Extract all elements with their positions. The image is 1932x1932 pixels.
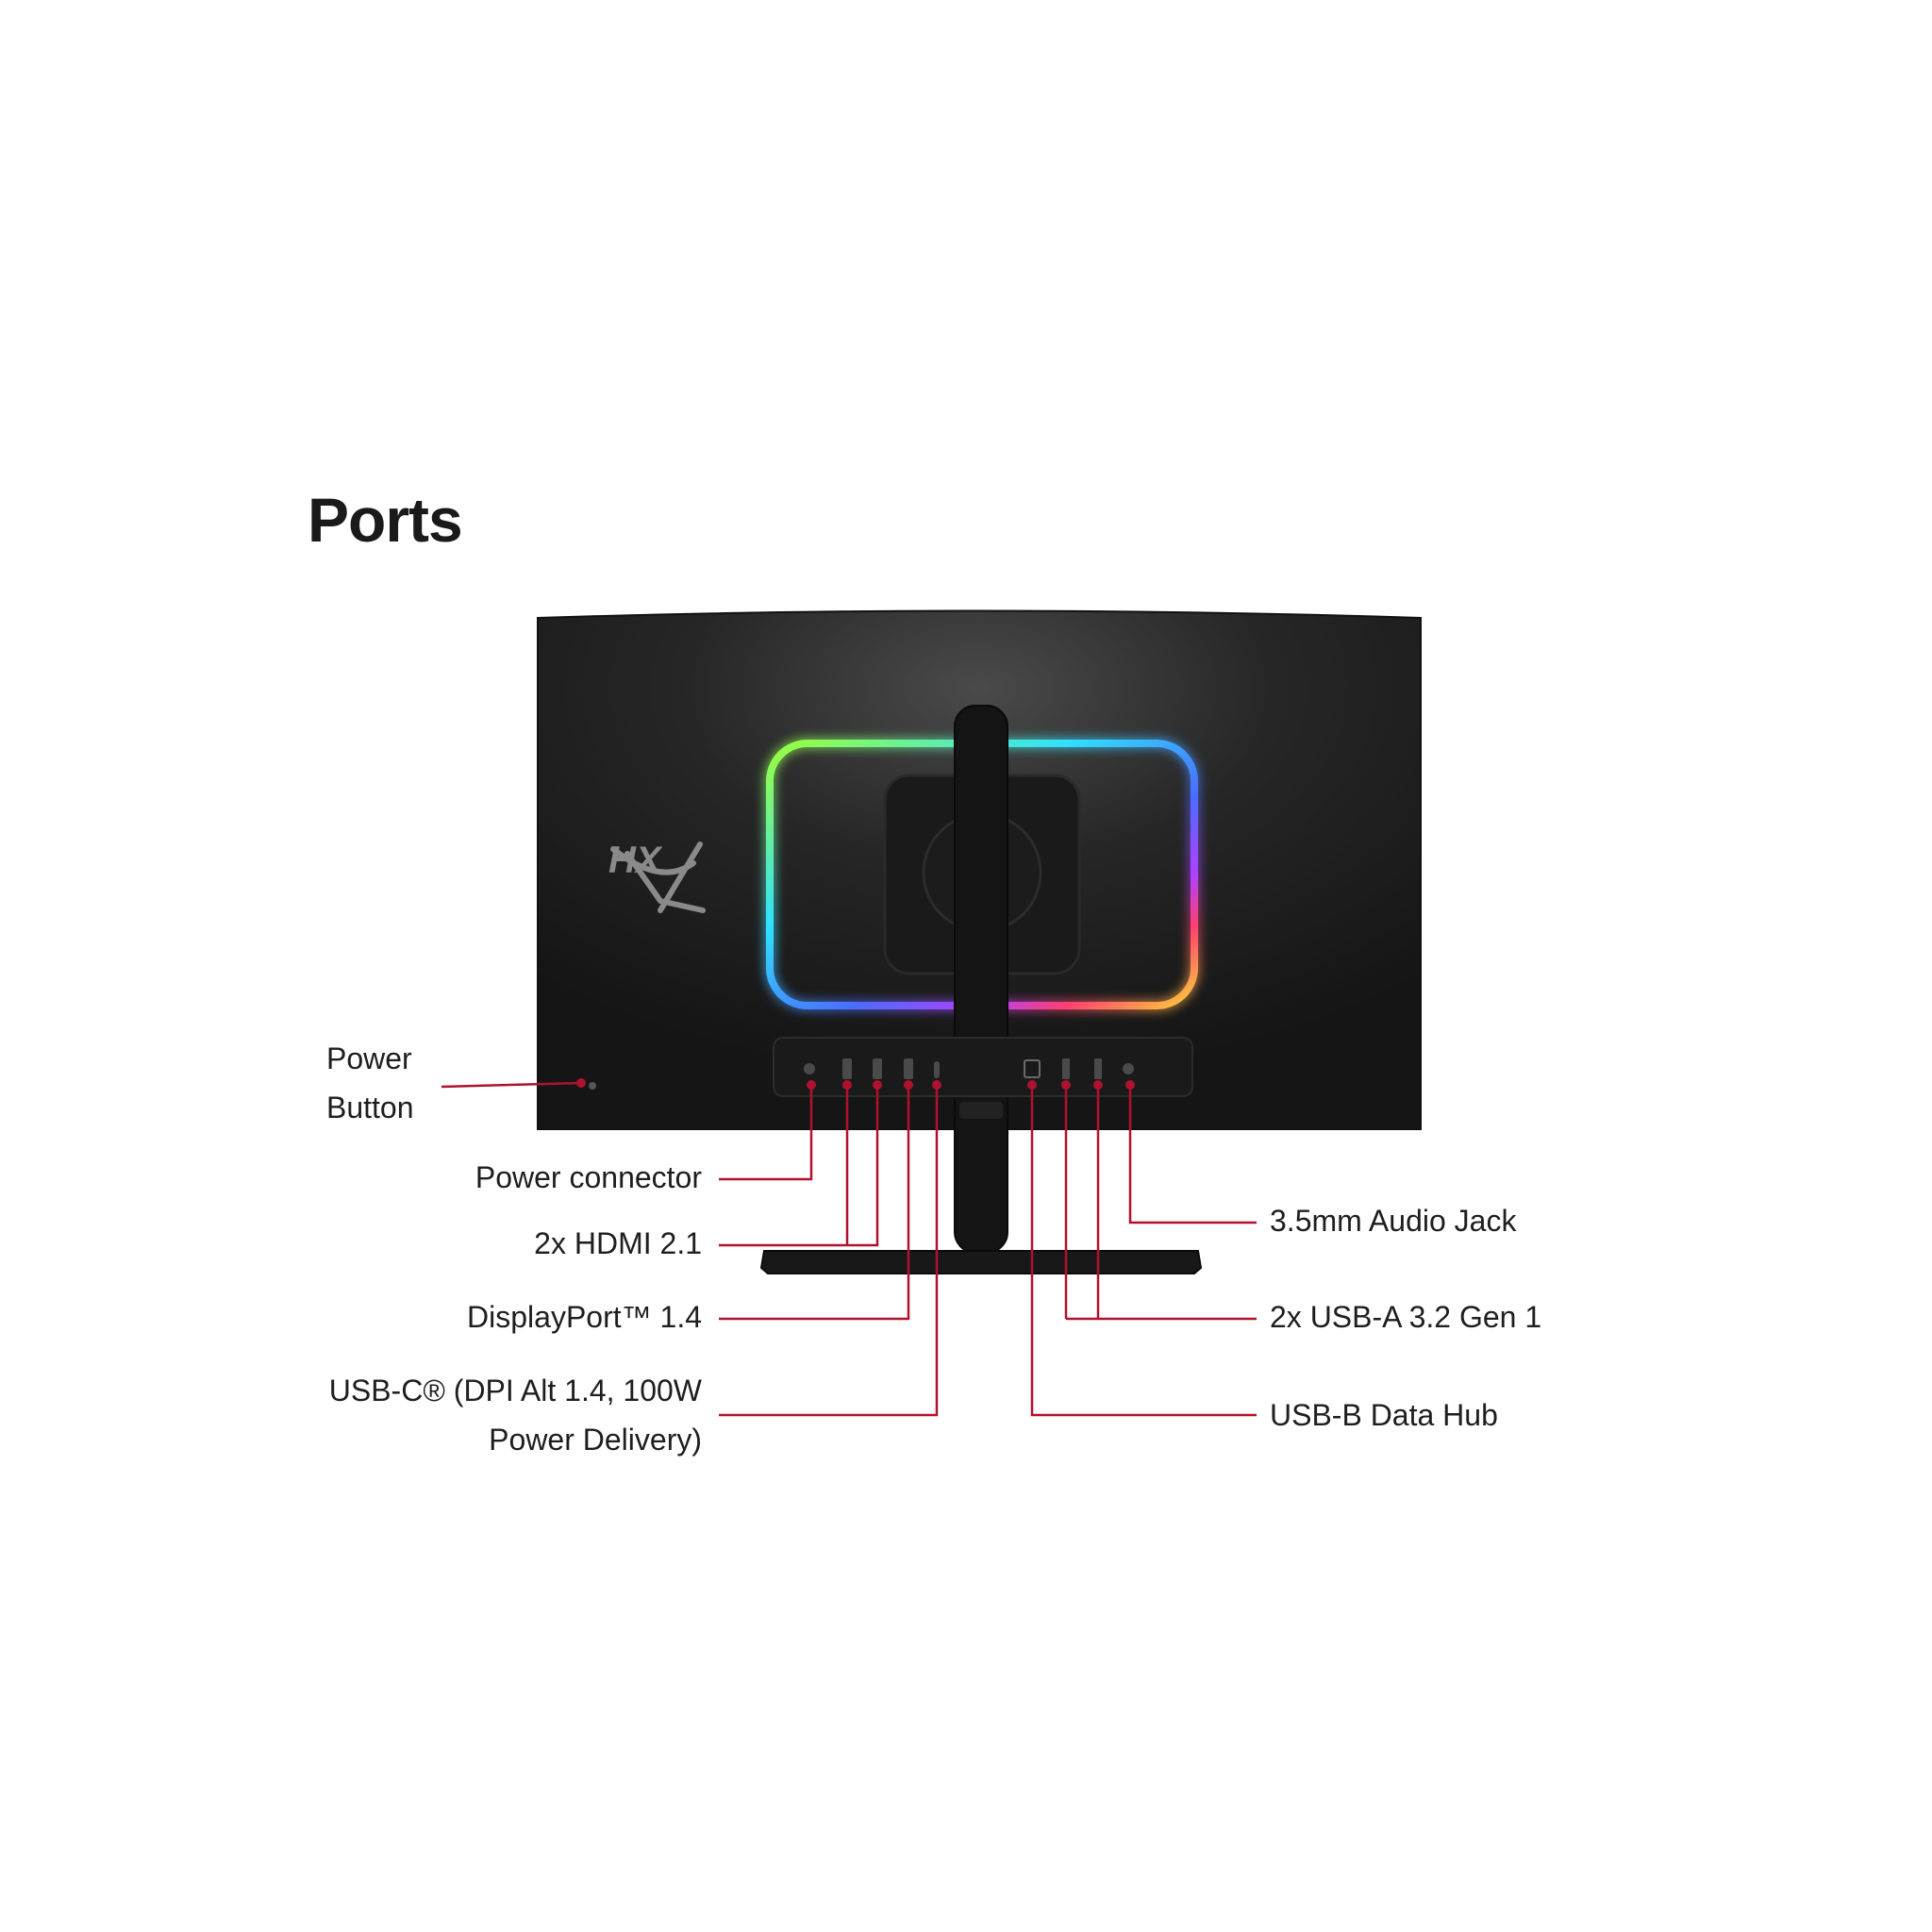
displayport-port	[904, 1058, 913, 1079]
label-usb-a: 2x USB-A 3.2 Gen 1	[1270, 1300, 1542, 1334]
hx-logo-icon: HX	[608, 840, 706, 913]
audio-jack-port	[1123, 1063, 1134, 1074]
label-power-button-line1: Power	[326, 1041, 412, 1075]
hdmi-port-1	[842, 1058, 852, 1079]
power-button	[589, 1082, 596, 1090]
label-hdmi: 2x HDMI 2.1	[534, 1226, 702, 1260]
callout-dot-audio-jack	[1125, 1080, 1135, 1090]
callout-line-displayport	[719, 1085, 910, 1321]
label-usb-c: USB-C® (DPI Alt 1.4, 100W Power Delivery…	[329, 1366, 702, 1464]
callout-line-usb-a-2	[1066, 1085, 1257, 1321]
callout-line-audio-jack	[1128, 1085, 1257, 1224]
svg-text:HX: HX	[608, 840, 663, 881]
stand-cable-clip	[959, 1102, 1003, 1119]
label-power-connector: Power connector	[475, 1160, 702, 1194]
label-usb-c-line1: USB-C® (DPI Alt 1.4, 100W	[328, 1374, 702, 1407]
callout-dot-usb-a-2	[1093, 1080, 1103, 1090]
callout-line-power-button	[441, 1081, 582, 1089]
label-power-button-line2: Button	[326, 1091, 414, 1124]
callout-lines	[441, 1081, 1257, 1417]
callout-dot-hdmi-2	[873, 1080, 882, 1090]
callout-line-power-connector	[719, 1085, 813, 1181]
callout-line-usb-c	[719, 1085, 939, 1417]
callout-dot-usb-c	[932, 1080, 941, 1090]
callout-line-usb-b	[1030, 1085, 1257, 1417]
stand-neck	[954, 705, 1008, 1254]
label-power-button: Power Button	[326, 1034, 414, 1132]
label-audio-jack: 3.5mm Audio Jack	[1270, 1204, 1517, 1238]
callout-dots	[576, 1078, 1135, 1090]
callout-dot-hdmi-1	[842, 1080, 852, 1090]
usb-a-port-2	[1094, 1058, 1102, 1079]
callout-dot-usb-a-1	[1061, 1080, 1071, 1090]
callout-dot-power-button	[576, 1078, 586, 1088]
label-usb-c-line2: Power Delivery)	[489, 1423, 702, 1457]
label-displayport: DisplayPort™ 1.4	[467, 1300, 702, 1334]
power-connector-port	[804, 1063, 815, 1074]
usb-c-port	[934, 1061, 940, 1078]
callout-line-hdmi-2	[719, 1085, 879, 1247]
label-usb-b: USB-B Data Hub	[1270, 1398, 1498, 1432]
usb-a-port-1	[1062, 1058, 1070, 1079]
stand-base	[759, 1250, 1203, 1274]
callout-dot-power-connector	[807, 1080, 816, 1090]
hdmi-port-2	[873, 1058, 882, 1079]
callout-dot-usb-b	[1027, 1080, 1037, 1090]
port-icons	[804, 1058, 1134, 1079]
callout-dot-displayport	[904, 1080, 913, 1090]
page-title: Ports	[308, 485, 463, 555]
usb-b-port	[1024, 1059, 1041, 1078]
